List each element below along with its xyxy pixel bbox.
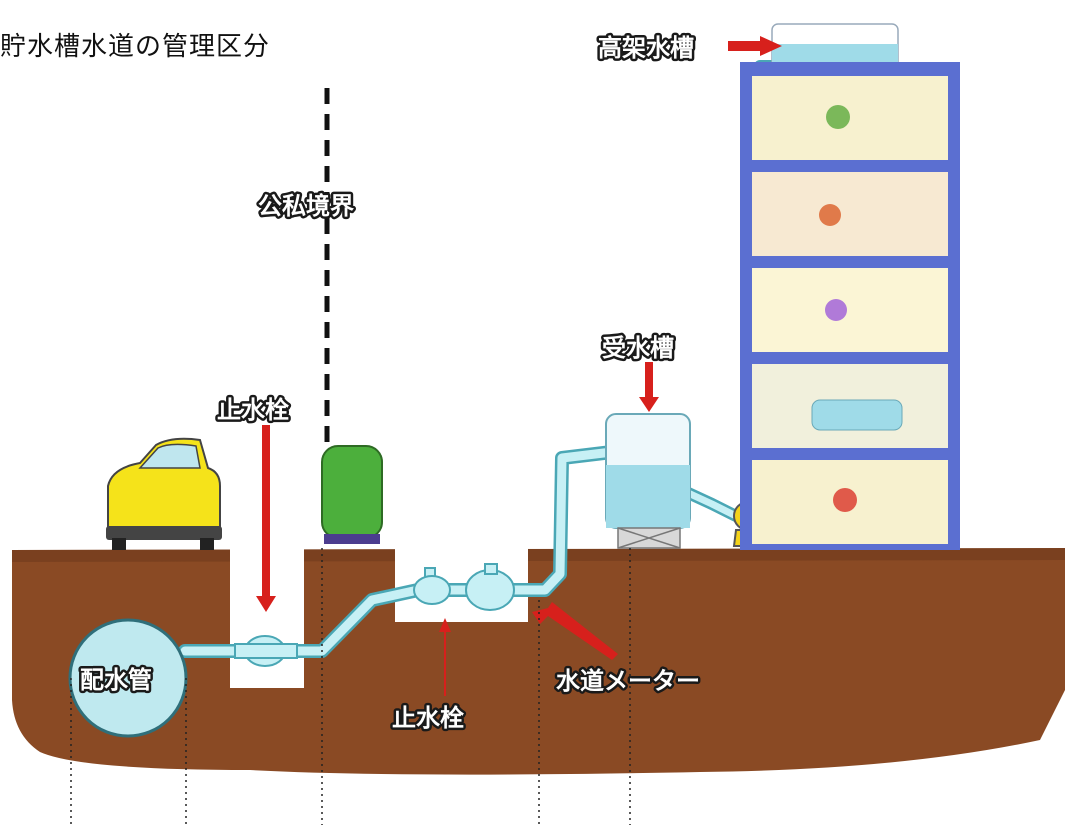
apartment-building [740,23,960,550]
stop-valve-private [413,567,451,605]
label-elevated-tank: 高架水槽 [598,34,694,62]
car-illustration [106,437,222,550]
bush-illustration [321,445,383,544]
arrow-stop-valve-top [256,425,276,612]
label-distribution-main: 配水管 [80,666,152,694]
arrow-elevated-tank [728,36,782,56]
stop-valve-public [234,635,298,667]
label-stop-valve-bottom: 止水栓 [392,704,464,732]
arrow-receiving-tank [639,362,659,412]
label-public-private-boundary: 公私境界 [258,192,354,220]
arrow-water-meter [532,602,618,660]
label-stop-valve-top: 止水栓 [217,396,289,424]
arrow-stop-valve-bottom [439,618,451,696]
label-water-meter: 水道メーター [556,667,700,695]
label-receiving-tank: 受水槽 [602,334,674,362]
water-meter-device [465,563,515,611]
page-title: 貯水槽水道の管理区分 [0,32,271,62]
receiving-tank-illustration [605,413,691,549]
